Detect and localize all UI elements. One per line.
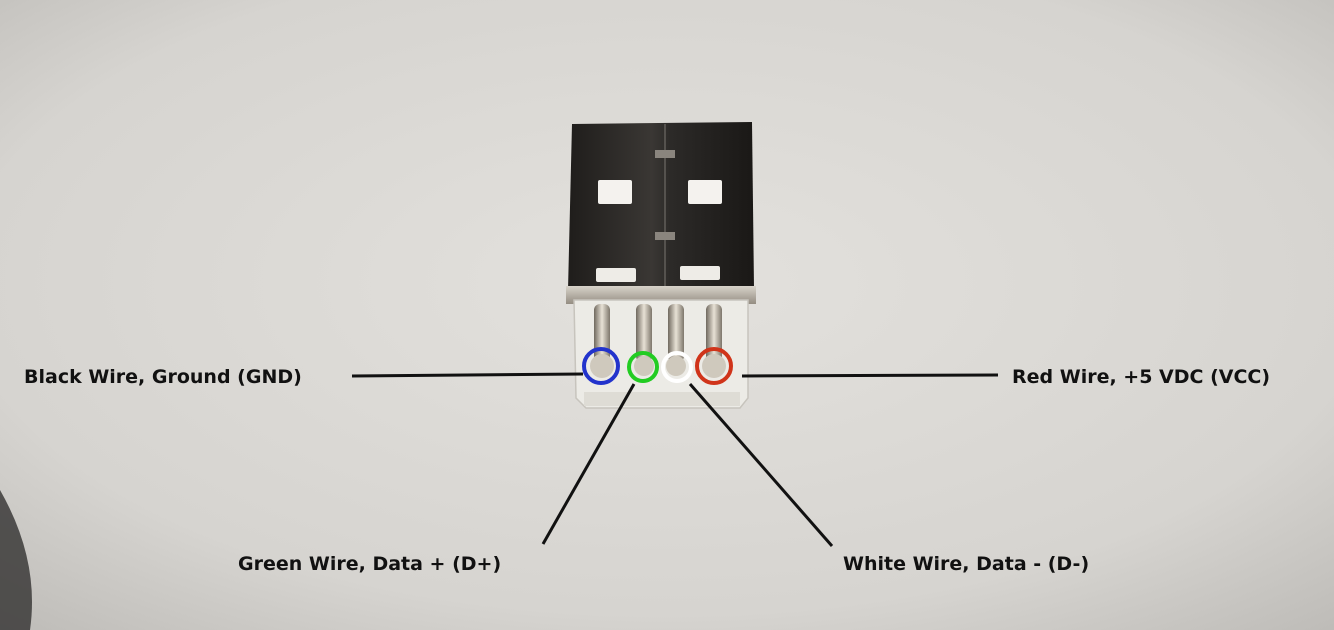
- pin-marker-gnd: [582, 347, 620, 385]
- label-dminus: White Wire, Data - (D-): [843, 553, 1090, 575]
- pin-vcc: [706, 304, 722, 362]
- connector-slot: [680, 266, 720, 280]
- leader-line-dminus: [688, 383, 834, 547]
- connector-body: [568, 122, 754, 290]
- pin-dplus: [636, 304, 652, 362]
- label-vcc: Red Wire, +5 VDC (VCC): [1012, 366, 1271, 388]
- connector-window: [598, 180, 632, 204]
- pin-marker-dminus: [661, 351, 693, 383]
- pin-gnd: [594, 304, 610, 362]
- connector-window: [688, 180, 722, 204]
- corner-shadow: [0, 490, 32, 630]
- connector-slot: [596, 268, 636, 282]
- leader-line-gnd: [351, 372, 584, 378]
- leader-line-vcc: [741, 373, 999, 378]
- leader-lines: [351, 372, 999, 547]
- pin-marker-vcc: [695, 347, 733, 385]
- pin-marker-dplus: [627, 351, 659, 383]
- usb-connector: [566, 122, 756, 409]
- pin-dminus: [668, 304, 684, 362]
- label-gnd: Black Wire, Ground (GND): [24, 366, 302, 388]
- leader-line-dplus: [541, 383, 636, 545]
- label-dplus: Green Wire, Data + (D+): [238, 553, 502, 575]
